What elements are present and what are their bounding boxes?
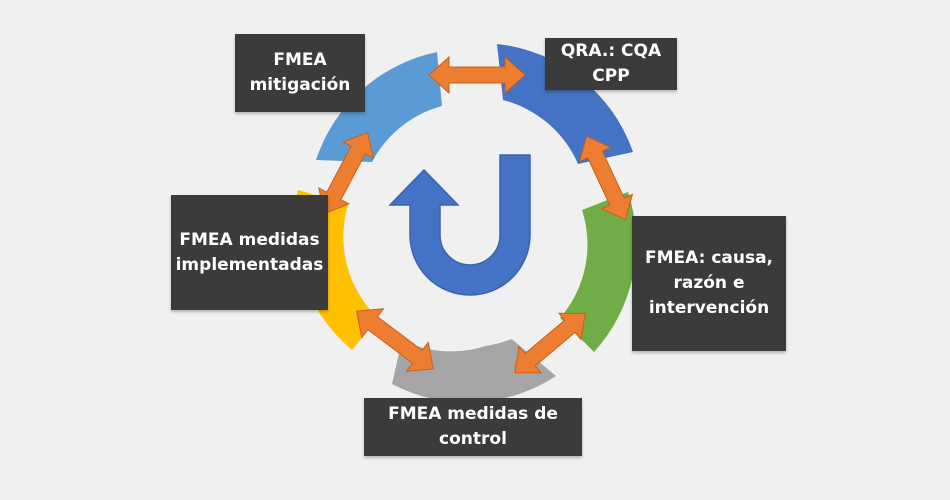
node-label-line: mitigación — [249, 75, 351, 95]
node-label-line: FMEA medidas — [179, 229, 320, 250]
double-headed-arrow-icon — [578, 135, 634, 221]
u-turn-arrow-icon — [388, 154, 531, 296]
node-label-line: FMEA medidas de control — [388, 404, 558, 449]
inner-circle — [358, 123, 582, 347]
node-fmea-causa: FMEA: causa, razón e intervención — [632, 216, 786, 351]
double-headed-arrow-icon — [356, 308, 434, 372]
segment-light-blue — [316, 52, 442, 162]
segment-gray — [392, 336, 556, 403]
segment-green — [560, 192, 637, 352]
node-label-line: FMEA — [273, 50, 327, 70]
node-fmea-medidas-implementadas: FMEA medidas implementadas — [171, 195, 328, 310]
node-fmea-mitigacion: FMEA mitigación — [235, 34, 365, 112]
node-label-line: QRA.: CQA CPP — [560, 41, 662, 86]
segment-dark-blue — [497, 44, 633, 164]
node-label-line: intervención — [648, 298, 770, 318]
double-headed-arrow-icon — [514, 312, 586, 374]
node-label-line: FMEA: causa, — [644, 248, 774, 268]
node-fmea-medidas-de-control: FMEA medidas de control — [364, 398, 582, 456]
double-headed-arrow-icon — [428, 55, 526, 95]
node-label-line: implementadas — [175, 254, 324, 275]
node-qra-cqa-cpp: QRA.: CQA CPP — [545, 38, 677, 90]
double-headed-arrow-icon — [318, 131, 374, 215]
node-label-line: razón e — [673, 273, 745, 293]
